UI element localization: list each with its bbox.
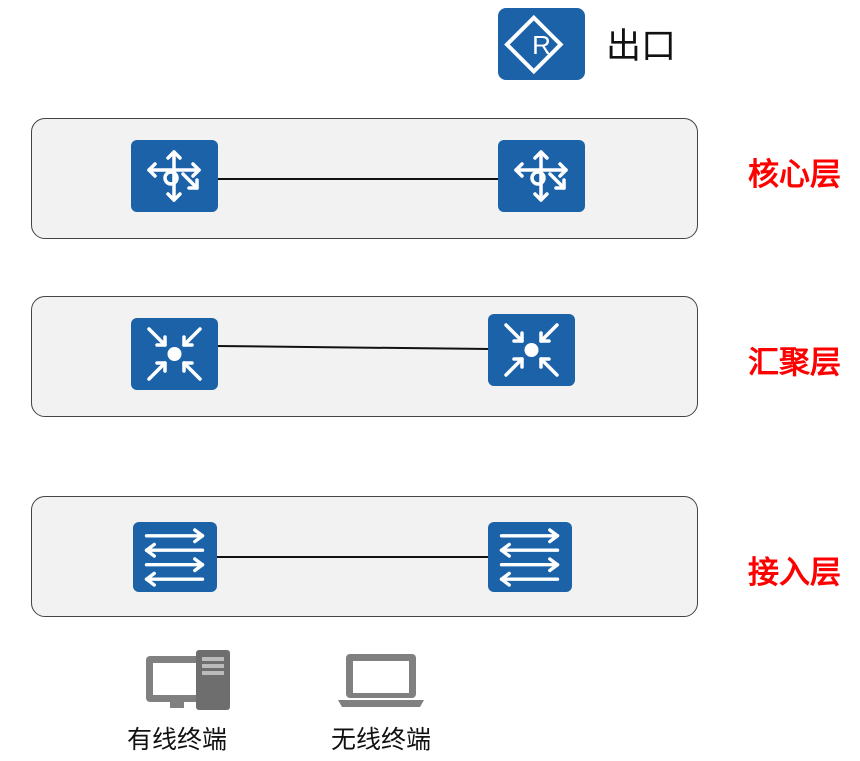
access-link	[216, 556, 490, 558]
core-switch-icon	[147, 150, 201, 202]
laptop-icon	[338, 654, 424, 707]
exit-label: 出口	[606, 27, 677, 67]
core-link	[216, 178, 500, 180]
core-switch-right	[498, 140, 585, 212]
aggregation-switch-right	[488, 314, 575, 386]
core-switch-left	[131, 140, 218, 212]
exit-router: R	[498, 8, 585, 80]
aggregation-layer-label: 汇聚层	[748, 345, 841, 381]
access-switch-right	[488, 522, 572, 592]
aggregation-switch-left	[131, 318, 218, 390]
access-switch-left	[133, 522, 217, 592]
core-switch-icon	[514, 150, 568, 202]
desktop-computer-icon	[146, 650, 230, 710]
router-icon: R	[504, 14, 564, 75]
wireless-terminal-label: 无线终端	[331, 725, 432, 754]
svg-text:R: R	[532, 30, 551, 60]
access-layer-label: 接入层	[748, 555, 841, 591]
core-layer-label: 核心层	[748, 157, 841, 193]
aggregation-switch-icon	[504, 323, 559, 377]
access-switch-icon	[499, 528, 560, 587]
access-switch-icon	[144, 528, 205, 587]
wired-terminal-label: 有线终端	[127, 725, 228, 754]
aggregation-switch-icon	[147, 327, 202, 381]
